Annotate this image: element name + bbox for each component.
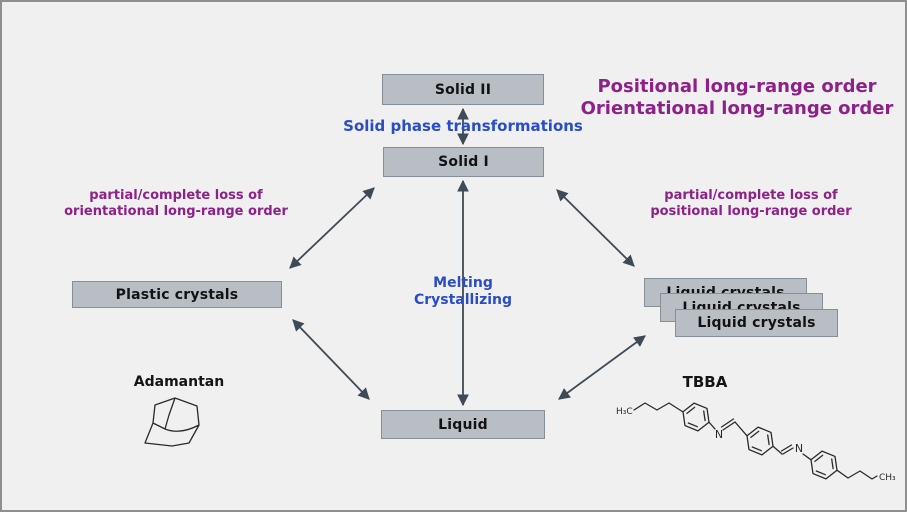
imine-n-left-label: N xyxy=(715,428,723,441)
left-loss-label: partial/complete loss of orientational l… xyxy=(42,188,310,220)
arrow-plastic-liquid xyxy=(292,319,370,400)
order-heading-line2: Orientational long-range order xyxy=(580,98,894,119)
h3c-atom-label: H₃C xyxy=(616,407,633,417)
melting-crystallizing-label: Melting Crystallizing xyxy=(393,275,533,309)
right-loss-label: partial/complete loss of positional long… xyxy=(617,188,885,220)
left-loss-line1: partial/complete loss of xyxy=(89,188,263,203)
butyl-chain-left xyxy=(633,402,684,413)
box-liquid-crystals-front: Liquid crystals xyxy=(675,309,838,337)
imine-n-right-label: N xyxy=(795,442,803,455)
right-loss-line2: positional long-range order xyxy=(650,204,852,219)
order-heading: Positional long-range order Orientationa… xyxy=(567,76,905,120)
ch3-atom-label: CH₃ xyxy=(879,473,896,483)
box-solid-i: Solid I xyxy=(383,147,544,177)
butyl-chain-right xyxy=(836,469,878,480)
benzene-ring-3 xyxy=(810,450,838,480)
solid-phase-transformations-label: Solid phase transformations xyxy=(343,117,583,135)
crystallizing-line: Crystallizing xyxy=(413,292,513,308)
arrow-liquidcrystals-liquid xyxy=(558,335,646,400)
order-heading-line1: Positional long-range order xyxy=(597,76,877,97)
box-solid-ii: Solid II xyxy=(382,74,544,105)
box-liquid: Liquid xyxy=(381,410,545,439)
adamantane-structure-icon xyxy=(144,397,200,447)
tbba-label: TBBA xyxy=(682,373,728,391)
adamantan-label: Adamantan xyxy=(133,374,225,390)
right-loss-line1: partial/complete loss of xyxy=(664,188,838,203)
benzene-ring-1 xyxy=(682,402,710,432)
tbba-structure-icon: H₃C N N CH₃ xyxy=(616,402,896,483)
benzene-ring-2 xyxy=(746,426,774,456)
box-plastic-crystals: Plastic crystals xyxy=(72,281,282,308)
melting-line: Melting xyxy=(433,275,493,291)
left-loss-line2: orientational long-range order xyxy=(64,204,288,219)
